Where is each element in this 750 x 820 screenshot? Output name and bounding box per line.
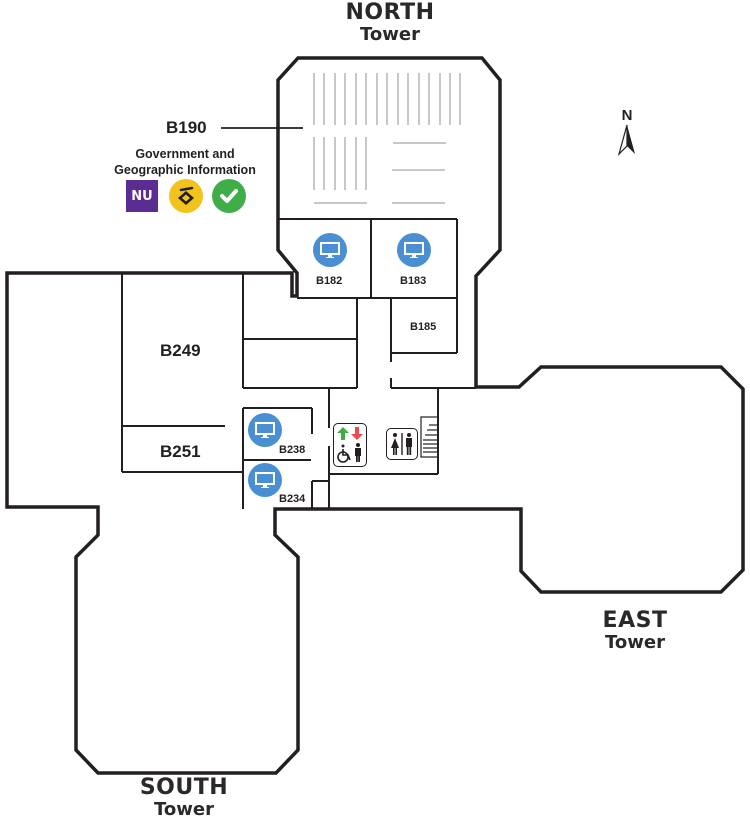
east-tower-label: EAST Tower (575, 610, 695, 652)
compass-label: N (621, 107, 633, 124)
nu-logo-icon: NU (126, 180, 158, 212)
room-label-b249[interactable]: B249 (160, 341, 201, 360)
restroom-sign (386, 428, 418, 460)
north-tower-label: NORTH Tower (330, 2, 450, 44)
north-tower-name: NORTH (345, 0, 435, 25)
department-line-2: Geographic Information (114, 163, 256, 177)
room-label-b234[interactable]: B234 (279, 493, 306, 505)
building-outline (5, 56, 745, 775)
department-line-1: Government and (135, 147, 235, 161)
person-icon (355, 443, 361, 462)
computer-icon (248, 413, 282, 447)
computer-icon (397, 233, 431, 267)
checkmark-icon (212, 179, 246, 213)
computer-icon (313, 233, 347, 267)
south-tower-label: SOUTH Tower (124, 777, 244, 819)
room-label-b185[interactable]: B185 (410, 321, 437, 333)
man-icon (406, 433, 412, 455)
woman-icon (391, 433, 399, 455)
department-name: Government and Geographic Information (105, 146, 265, 178)
scanner-icon (169, 179, 203, 213)
north-tower-sub: Tower (360, 24, 420, 45)
up-arrow-icon (337, 427, 349, 440)
room-label-b251[interactable]: B251 (160, 442, 201, 461)
elevator-sign (333, 423, 367, 467)
room-label-b190[interactable]: B190 (166, 118, 207, 137)
room-label-b182[interactable]: B182 (316, 275, 343, 287)
east-tower-name: EAST (602, 608, 668, 633)
shelving (313, 73, 461, 204)
south-tower-name: SOUTH (139, 775, 229, 800)
stairs-icon (420, 416, 439, 458)
down-arrow-icon (351, 427, 363, 440)
wheelchair-icon (337, 444, 351, 463)
compass: N (612, 107, 642, 161)
north-arrow-icon (617, 124, 635, 157)
east-tower-sub: Tower (605, 632, 665, 653)
room-label-b238[interactable]: B238 (279, 444, 306, 456)
south-tower-sub: Tower (154, 799, 214, 820)
computer-icon (248, 463, 282, 497)
room-label-b183[interactable]: B183 (400, 275, 427, 287)
